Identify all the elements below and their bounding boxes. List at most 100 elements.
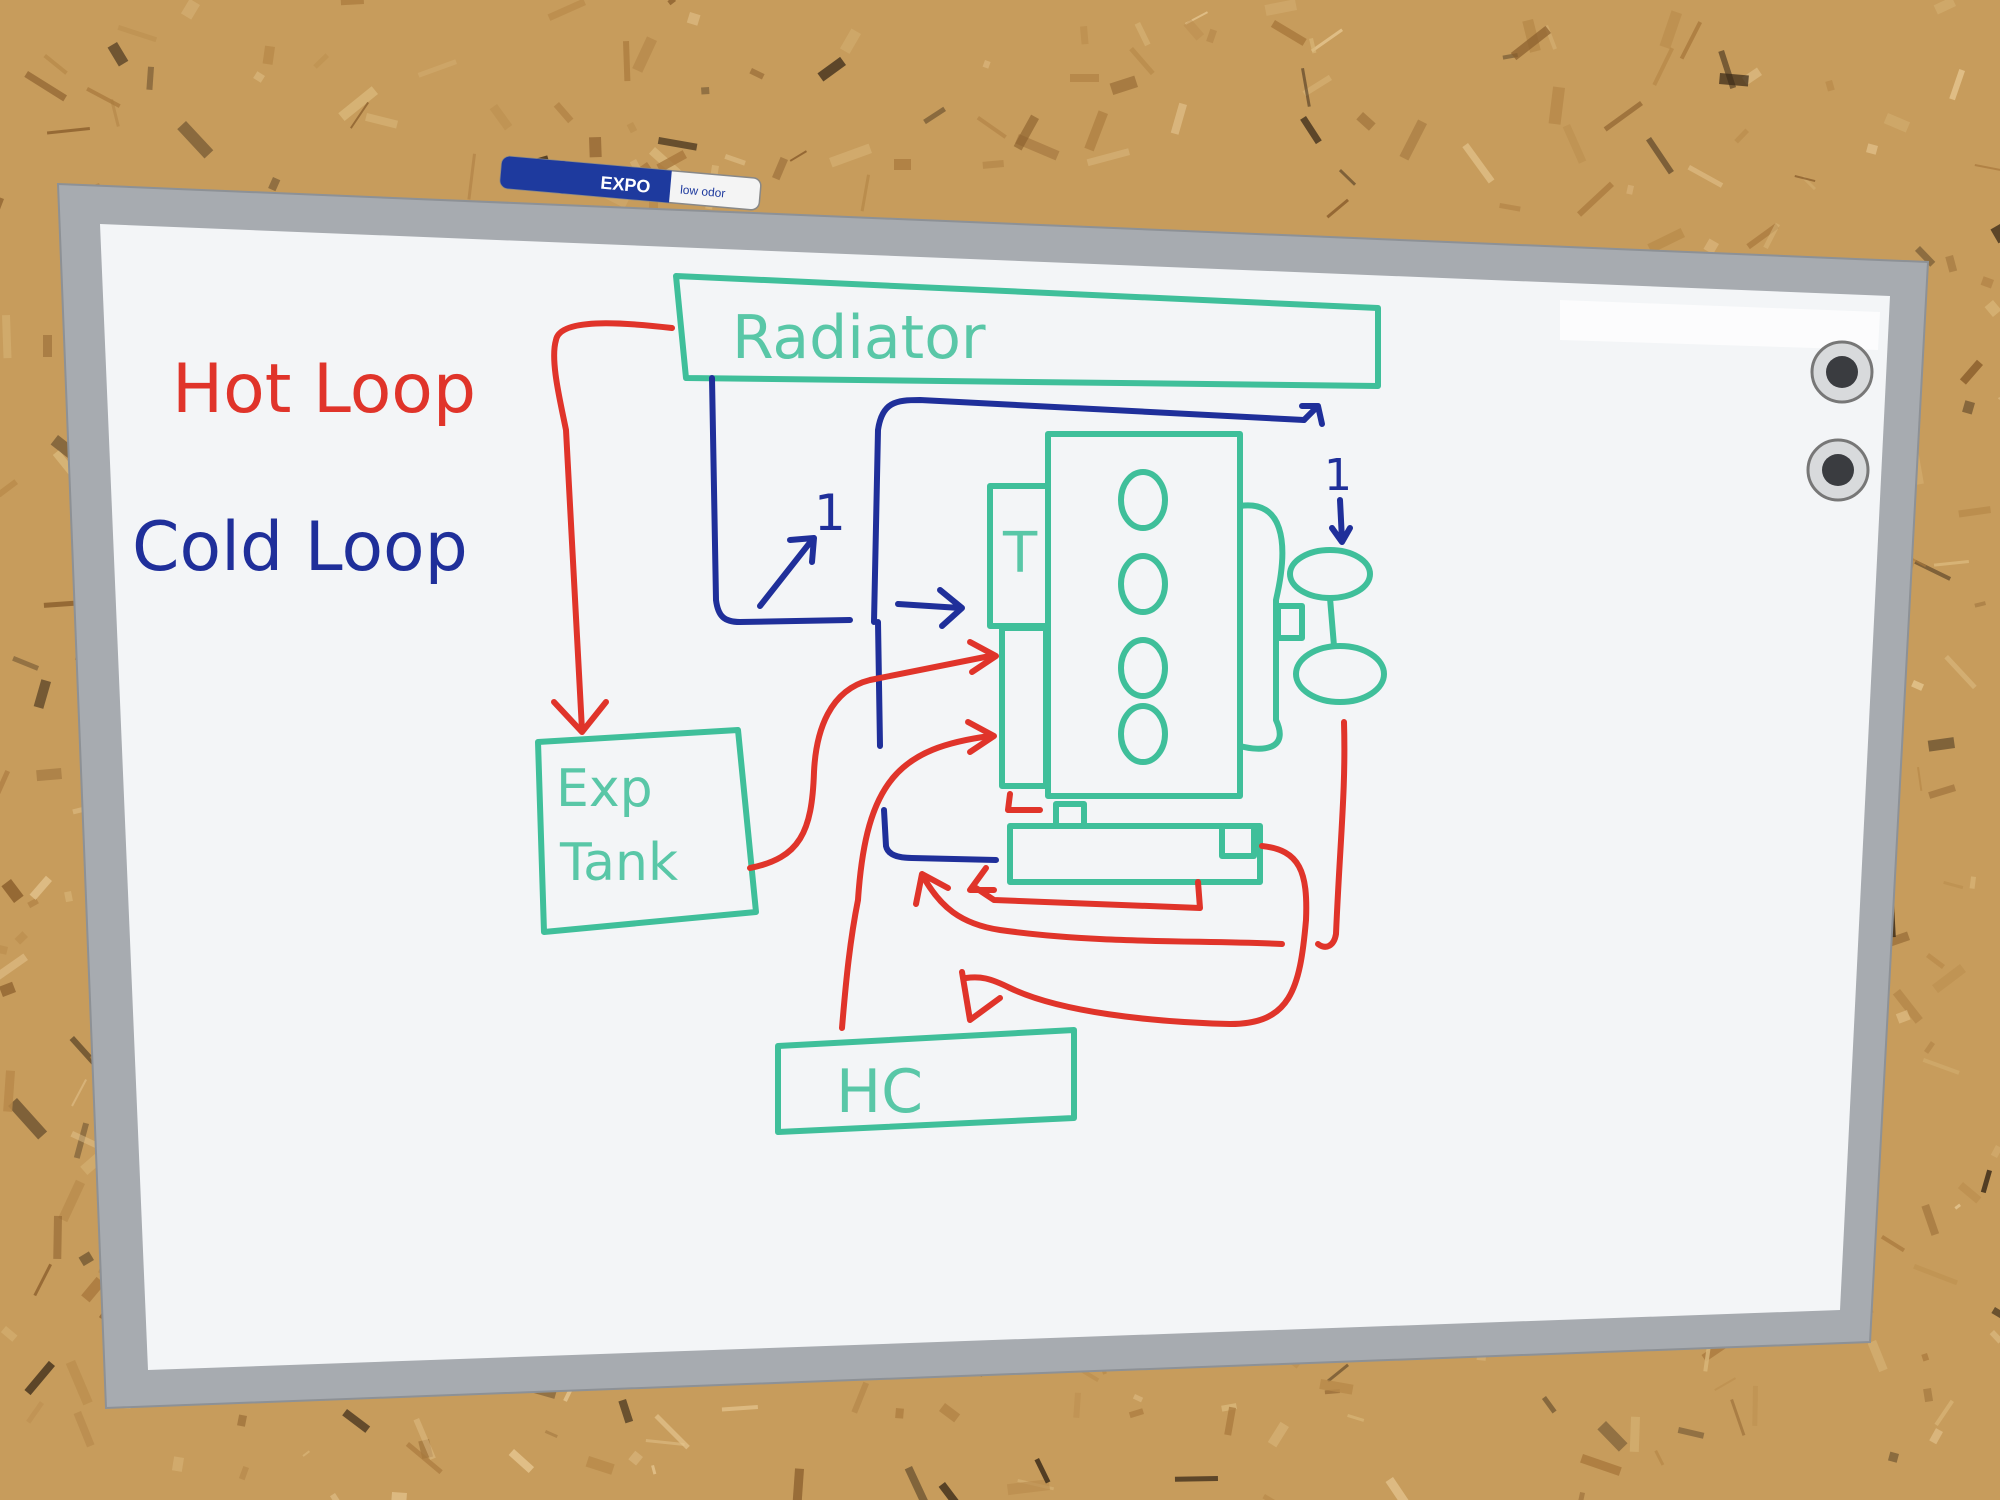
osb-chip	[1134, 22, 1151, 47]
osb-chip	[1338, 168, 1357, 186]
osb-chip	[1629, 1416, 1640, 1452]
osb-chip	[1687, 164, 1724, 188]
osb-chip	[1752, 1385, 1758, 1426]
osb-chip	[1677, 1427, 1705, 1439]
osb-chip	[1319, 1379, 1354, 1395]
osb-chip	[29, 875, 53, 900]
hot-line-bottom-return-lower	[921, 875, 1285, 947]
osb-chip	[1300, 116, 1322, 145]
osb-chip	[1309, 37, 1317, 54]
osb-chip	[1262, 1494, 1293, 1500]
hot-line-pump-down	[1315, 719, 1348, 950]
osb-chip	[1934, 1399, 1955, 1427]
hot-arrow-bottom-upper	[967, 865, 997, 893]
osb-chip	[829, 143, 873, 168]
osb-chip	[1, 878, 24, 903]
osb-chip	[2, 315, 12, 359]
osb-chip	[0, 981, 16, 998]
osb-chip	[237, 1414, 247, 1427]
osb-chip	[982, 60, 991, 69]
osb-chip	[1129, 46, 1155, 76]
osb-chip	[342, 1409, 371, 1433]
osb-chip	[238, 1465, 250, 1481]
osb-chip	[938, 1482, 965, 1500]
osb-chip	[860, 174, 871, 212]
osb-chip	[1347, 1414, 1365, 1422]
osb-chip	[1679, 21, 1702, 60]
osb-chip	[1954, 1203, 1961, 1210]
osb-chip	[65, 1360, 93, 1406]
osb-chip	[724, 153, 746, 166]
hot-arrow-bottom-lower	[913, 871, 951, 907]
osb-chip	[1714, 1377, 1736, 1391]
osb-chip	[547, 0, 587, 21]
osb-chip	[71, 1079, 87, 1107]
osb-chip	[1914, 246, 1936, 267]
osb-chip	[1933, 0, 1957, 15]
radiator-box	[673, 273, 1381, 389]
osb-chip	[839, 28, 862, 54]
osb-chip	[1170, 102, 1187, 135]
whiteboard	[56, 182, 1930, 1410]
osb-chip	[1183, 19, 1205, 41]
osb-chip	[894, 159, 911, 170]
cylinder-2	[1118, 553, 1168, 615]
osb-chip	[1006, 1479, 1051, 1496]
osb-chip	[1128, 1408, 1145, 1419]
osb-chip	[0, 944, 8, 955]
osb-chip	[1652, 47, 1674, 86]
osb-chip	[1703, 238, 1719, 255]
osb-chip	[1927, 737, 1955, 752]
osb-chip	[117, 25, 158, 43]
osb-chip	[1911, 680, 1925, 691]
legend-hot-loop: Hot Loop	[172, 350, 476, 429]
osb-chip	[1086, 148, 1130, 167]
osb-chip	[1659, 10, 1682, 49]
osb-chip	[0, 479, 19, 498]
osb-chip	[1794, 175, 1816, 183]
osb-chip	[1928, 784, 1957, 799]
whiteboard-surface	[100, 224, 1890, 1370]
osb-chip	[24, 1360, 56, 1396]
osb-chip	[632, 36, 657, 73]
osb-chip	[313, 53, 329, 69]
osb-chip	[1267, 1421, 1289, 1448]
osb-chip	[1921, 1204, 1940, 1236]
cylinder-4	[1118, 703, 1168, 765]
osb-chip	[1109, 75, 1139, 96]
osb-chip	[1385, 1477, 1416, 1500]
osb-chip	[645, 1439, 685, 1447]
osb-chip	[1959, 359, 1983, 385]
osb-chip	[413, 1418, 436, 1460]
osb-chip	[1548, 86, 1565, 125]
osb-chip	[1576, 181, 1614, 217]
osb-chip	[772, 156, 788, 181]
osb-chip	[628, 1450, 644, 1466]
heater-core-label: HC	[836, 1057, 923, 1127]
osb-chip	[1734, 128, 1749, 144]
osb-chip	[391, 1492, 407, 1500]
osb-chip	[1945, 254, 1958, 273]
thermostat-label: T	[1002, 521, 1038, 586]
osb-chip	[1921, 1353, 1930, 1362]
osb-chip	[33, 1263, 53, 1297]
osb-chip	[626, 121, 638, 134]
osb-chip	[1913, 1264, 1958, 1286]
osb-chip	[489, 103, 513, 131]
cold-line-vertical	[875, 619, 883, 749]
osb-chip	[1883, 112, 1911, 133]
osb-chip	[657, 137, 698, 151]
osb-chip	[1626, 184, 1634, 195]
hot-line-bottom-return-upper	[973, 879, 1203, 911]
osb-chip	[46, 127, 90, 135]
osb-chip	[365, 113, 399, 129]
cold-line-bottom	[881, 807, 999, 863]
osb-chip	[1510, 25, 1552, 61]
cold-step-label-right: 1	[1324, 450, 1352, 501]
left-manifold	[999, 625, 1049, 789]
osb-chip	[1580, 1454, 1622, 1476]
hot-line-tank-to-engine	[747, 653, 993, 871]
osb-chip	[1174, 1476, 1218, 1482]
osb-chip	[1932, 964, 1966, 994]
osb-chip	[302, 1450, 310, 1457]
